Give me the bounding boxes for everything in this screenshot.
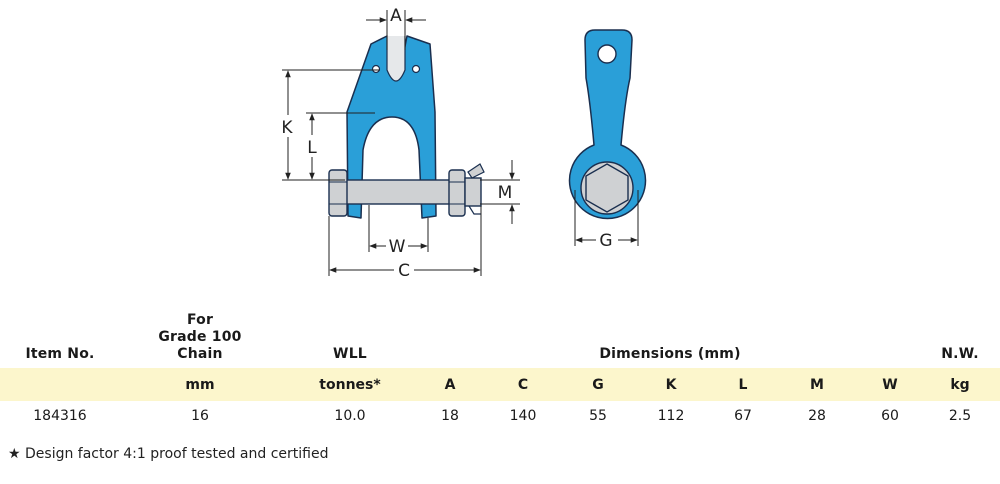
cell-w: 60 — [881, 408, 899, 424]
header-grade-line2: Grade 100 — [158, 329, 242, 345]
cell-g: 55 — [589, 408, 607, 424]
dim-label-c: C — [398, 261, 410, 281]
dim-label-w: W — [389, 237, 406, 257]
dimension-labels: A K L M W C G — [277, 4, 618, 281]
cell-nw: 2.5 — [948, 408, 972, 424]
header-grade: For Grade 100 Chain — [150, 312, 250, 363]
unit-m: M — [810, 377, 824, 393]
header-grade-line1: For — [186, 312, 214, 328]
shackle-diagram: A K L M W C G — [277, 4, 647, 281]
unit-g: G — [592, 377, 604, 393]
header-wll: WLL — [333, 346, 367, 362]
units-row-band — [0, 368, 1000, 401]
cell-item-no: 184316 — [33, 408, 87, 424]
unit-a: A — [444, 377, 456, 393]
header-dimensions: Dimensions (mm) — [599, 346, 741, 362]
cell-c: 140 — [509, 408, 537, 424]
shackle-front-view — [328, 35, 485, 219]
unit-wll: tonnes* — [319, 377, 381, 393]
unit-nw: kg — [950, 377, 970, 393]
dim-label-k: K — [281, 118, 293, 138]
cell-a: 18 — [441, 408, 459, 424]
dim-label-m: M — [498, 183, 513, 203]
unit-c: C — [517, 377, 529, 393]
unit-l: L — [738, 377, 748, 393]
footnote: ★ Design factor 4:1 proof tested and cer… — [8, 446, 329, 462]
cell-l: 67 — [734, 408, 752, 424]
header-item-no: Item No. — [25, 346, 95, 362]
cell-wll: 10.0 — [334, 408, 366, 424]
dim-label-a: A — [390, 6, 402, 26]
dim-label-l: L — [307, 138, 317, 158]
cell-k: 112 — [657, 408, 685, 424]
cell-grade: 16 — [191, 408, 209, 424]
dim-label-g: G — [599, 231, 612, 251]
unit-w: W — [882, 377, 898, 393]
unit-grade: mm — [185, 377, 215, 393]
header-nw: N.W. — [941, 346, 979, 362]
shackle-side-view — [568, 29, 647, 220]
cell-m: 28 — [808, 408, 826, 424]
dimension-lines — [282, 10, 639, 276]
unit-k: K — [665, 377, 677, 393]
header-grade-line3: Chain — [177, 346, 223, 362]
